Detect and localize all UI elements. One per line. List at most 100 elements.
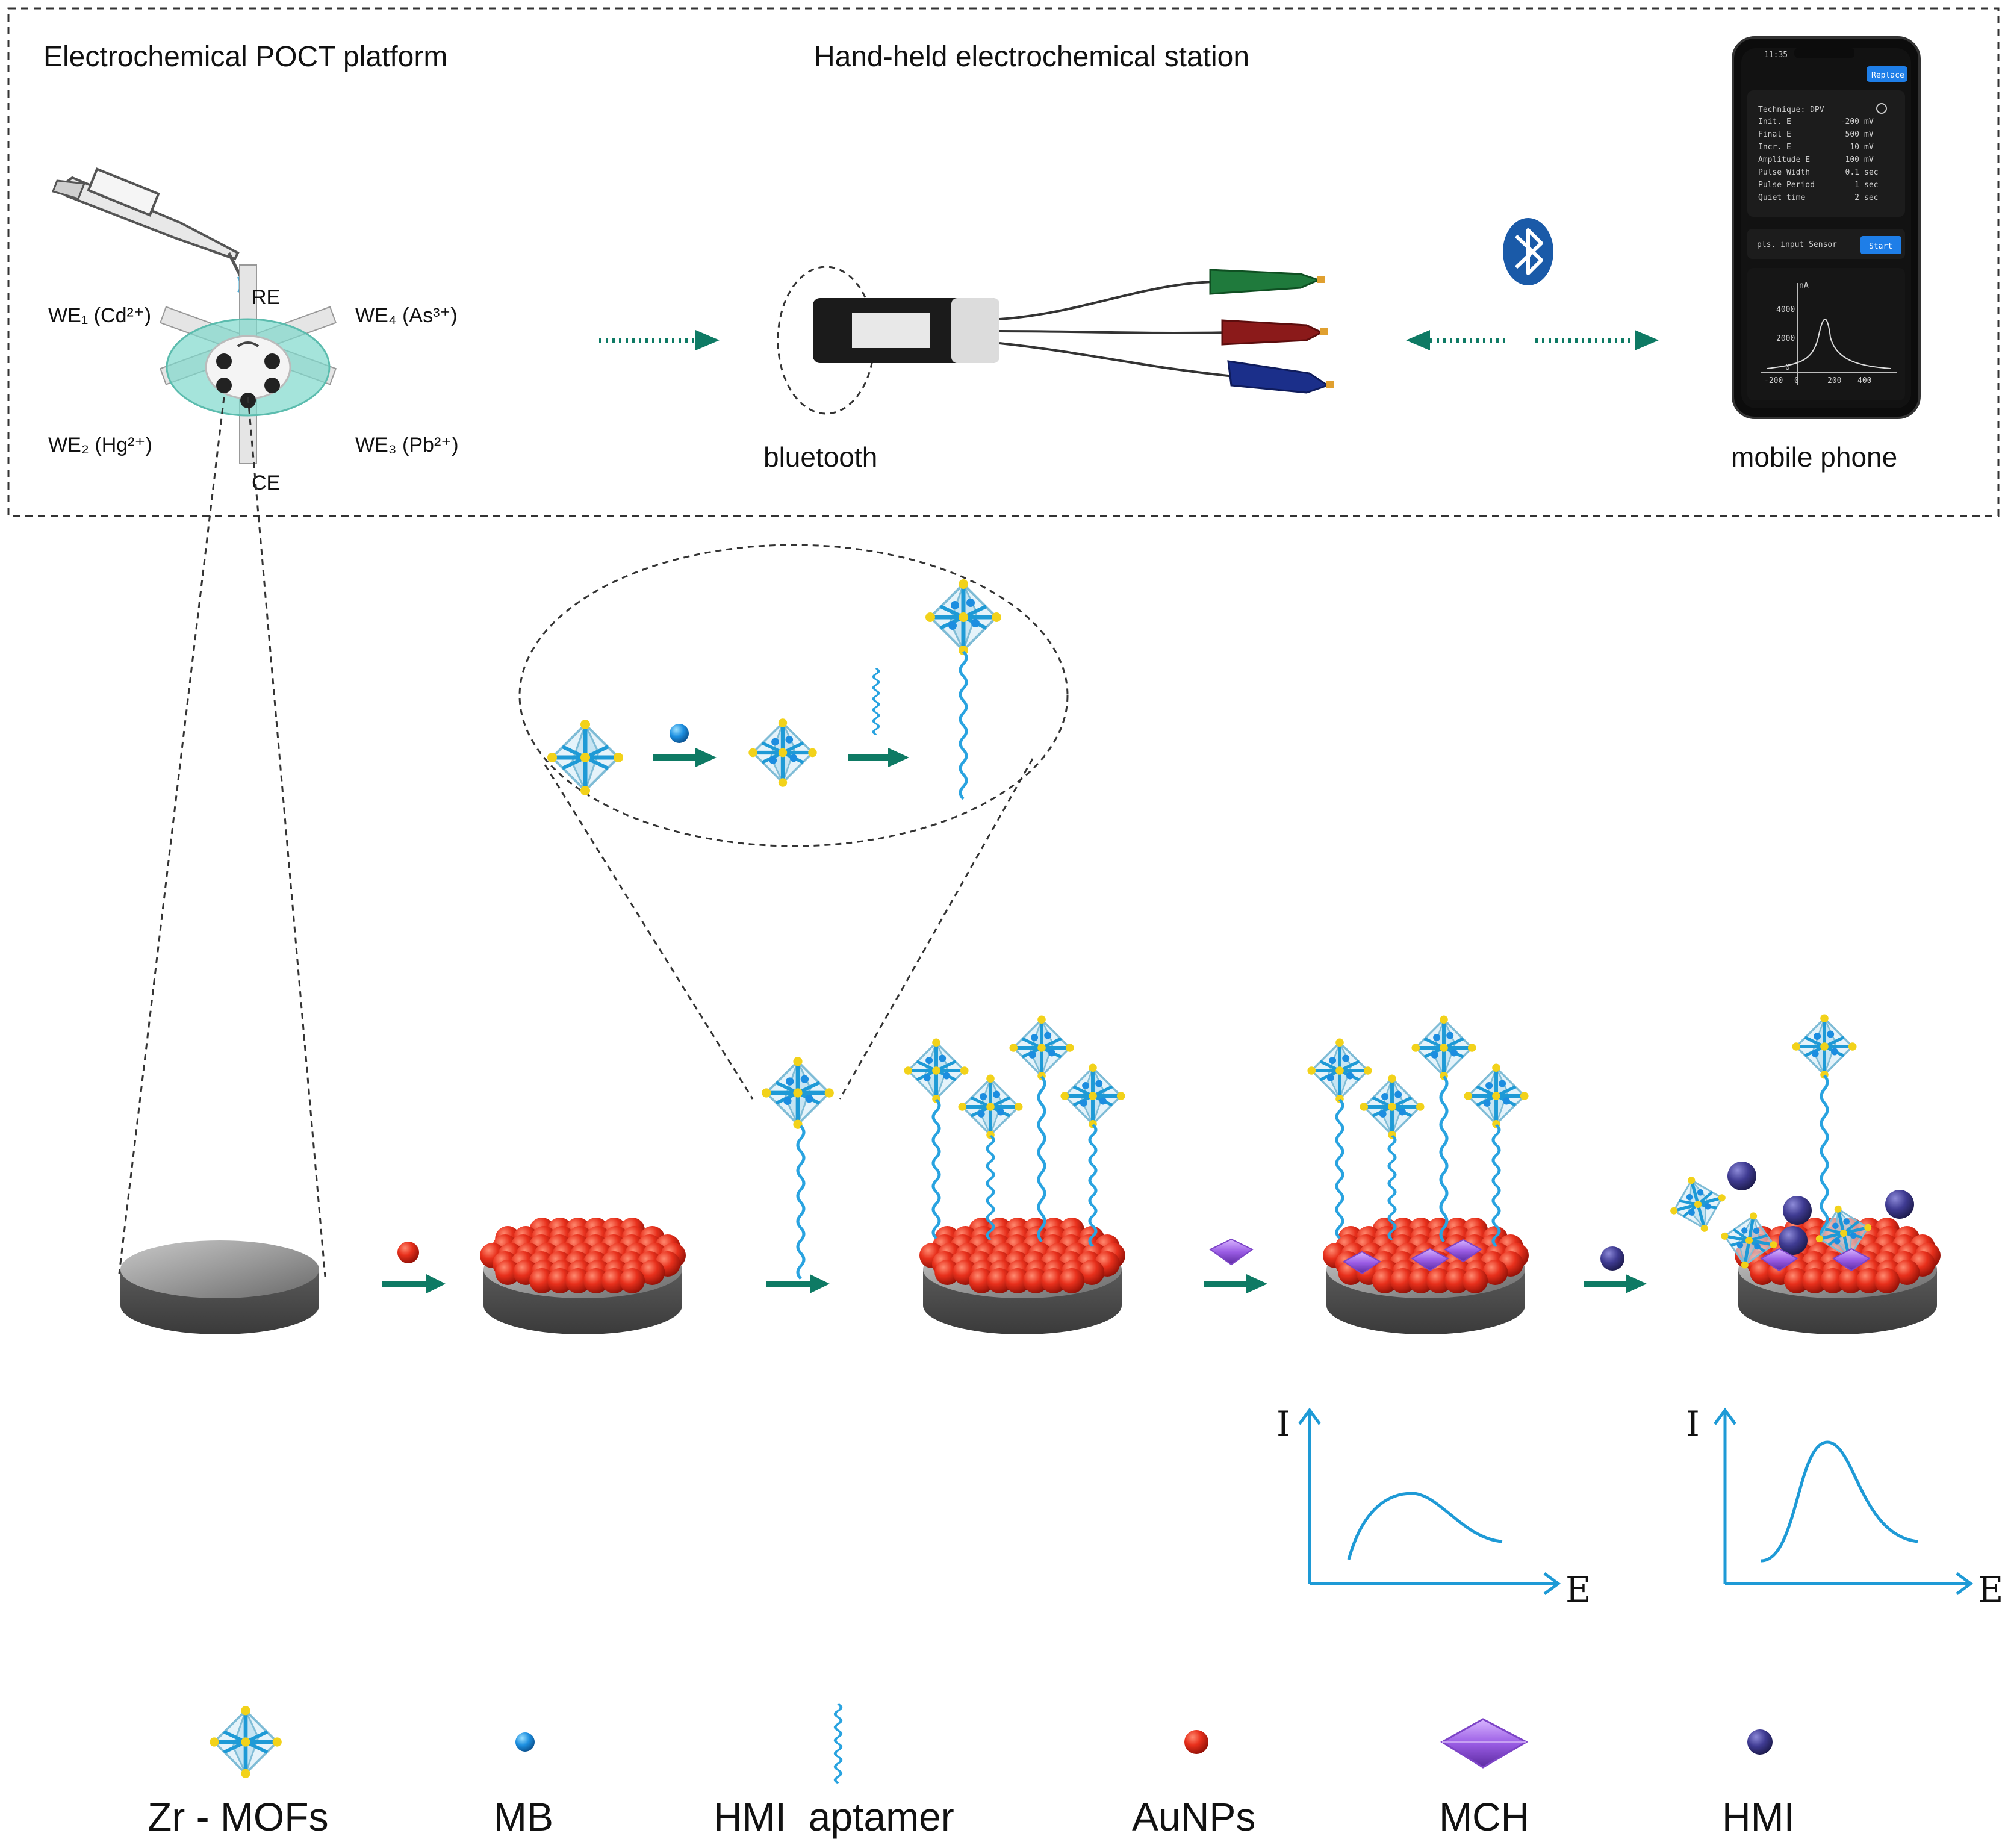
mobile-phone: 11:35 Replace Technique: DPV Init. E-200…	[1732, 36, 1921, 419]
pipette-icon	[52, 167, 246, 293]
phone-start-label: Start	[1869, 242, 1892, 251]
legend: Zr - MOFs MB HMI aptamer AuNPs MCH HMI	[148, 1704, 1795, 1839]
zoom-line-right	[247, 397, 326, 1277]
phone-start-button[interactable]	[1860, 236, 1901, 254]
settings-gear-icon[interactable]	[1876, 103, 1887, 114]
hmi-ion	[1885, 1190, 1914, 1219]
phone-param-unit: sec	[1864, 193, 1878, 202]
phone-replace-label: Replace	[1871, 71, 1904, 80]
phone-plot-ytick: 2000	[1776, 334, 1795, 343]
legend-label-aptamer: HMI aptamer	[713, 1794, 954, 1839]
mb-icon	[515, 1732, 535, 1752]
phone-param-value: 500	[1845, 130, 1859, 139]
aunp-particle	[620, 1268, 645, 1293]
aunp-particle	[969, 1268, 995, 1293]
aunp-particle	[529, 1268, 555, 1293]
phone-plot-ylabel: nA	[1799, 281, 1809, 290]
label-we2: WE₂ (Hg²⁺)	[48, 434, 152, 456]
probe-aptamer-mof	[904, 1038, 968, 1238]
aunp-particle	[1444, 1268, 1470, 1293]
phone-plot-xtick: -200	[1764, 376, 1783, 385]
graph-high-x-label: E	[1978, 1569, 2003, 1610]
aunp-particle	[1041, 1268, 1067, 1293]
aunp-particle	[1838, 1268, 1864, 1293]
arrow-add-mch	[1204, 1274, 1267, 1293]
zr-mof-icon	[210, 1706, 282, 1778]
signal-graph-high: I E	[1686, 1404, 2003, 1610]
phone-param-unit: mV	[1864, 143, 1874, 152]
mch-molecule	[1444, 1239, 1482, 1263]
bidirectional-arrow	[1406, 330, 1659, 350]
label-re: RE	[252, 286, 280, 309]
legend-label-mch: MCH	[1439, 1794, 1529, 1839]
probe-aptamer-mof	[1307, 1038, 1372, 1238]
aunp-particle	[602, 1268, 627, 1293]
aunp-icon	[1184, 1730, 1208, 1754]
platform-panel-frame	[7, 7, 2000, 517]
aunp-particle	[565, 1268, 591, 1293]
phone-param-value: 2	[1854, 193, 1859, 202]
arrow-add-probe	[766, 1274, 830, 1293]
phone-param-value: 0.1	[1845, 168, 1859, 177]
graph-high-y-label: I	[1686, 1404, 1700, 1445]
phone-plot-xtick: 0	[1794, 376, 1799, 385]
arrow-to-station	[599, 330, 720, 350]
label-ce: CE	[252, 471, 280, 494]
phone-param-name: Amplitude E	[1758, 155, 1810, 164]
aunp-particle	[1408, 1268, 1434, 1293]
aunp-particle	[1005, 1268, 1031, 1293]
legend-label-hmi: HMI	[1722, 1794, 1795, 1839]
phone-param-value: 1	[1854, 181, 1859, 190]
label-we3: WE₃ (Pb²⁺)	[355, 434, 459, 456]
graph-low-y-label: I	[1276, 1404, 1290, 1445]
aunp-particle	[583, 1268, 609, 1293]
phone-plot-ytick: 0	[1785, 363, 1790, 372]
hmi-ion	[1783, 1196, 1812, 1225]
dpv-peak-high	[1761, 1440, 1918, 1563]
aunp-particle	[1856, 1268, 1882, 1293]
phone-param-name: Final E	[1758, 130, 1791, 139]
aunp-particle	[1482, 1260, 1508, 1285]
phone-plot: nA 4000 2000 0 -200 0 200 400	[1761, 281, 1897, 385]
phone-param-name: Pulse Width	[1758, 168, 1810, 177]
inset-line-left	[544, 764, 754, 1100]
aunp-particle	[1874, 1268, 1900, 1293]
phone-technique: Technique: DPV	[1758, 105, 1824, 114]
aunp-particle	[547, 1268, 573, 1293]
legend-label-aunps: AuNPs	[1132, 1794, 1255, 1839]
platform-title: Electrochemical POCT platform	[43, 41, 447, 73]
inset-empty-mof	[547, 720, 623, 795]
phone-sensor-input[interactable]: pls. input Sensor	[1757, 240, 1837, 249]
phone-param-name: Quiet time	[1758, 193, 1805, 202]
aunp-particle	[639, 1260, 665, 1285]
aunp-particle	[495, 1260, 521, 1285]
aunp-particle	[1750, 1260, 1776, 1285]
aptamer-icon	[835, 1704, 841, 1783]
phone-param-unit: sec	[1864, 168, 1878, 177]
inset-free-aptamer	[874, 668, 879, 735]
bare-electrode	[120, 1240, 319, 1334]
aunp-particle	[1820, 1268, 1846, 1293]
phone-param-unit: sec	[1864, 181, 1878, 190]
aunp-electrode	[480, 1218, 686, 1334]
mch-reagent	[1209, 1238, 1254, 1266]
inset-mof-mb	[748, 718, 816, 786]
phone-param-name: Incr. E	[1758, 143, 1791, 152]
phone-status-time: 11:35	[1764, 51, 1788, 60]
aunp-particle	[987, 1268, 1013, 1293]
phone-label: mobile phone	[1731, 441, 1897, 473]
bluetooth-icon	[1503, 218, 1553, 285]
phone-plot-xtick: 400	[1857, 376, 1871, 385]
six-electrode-chip	[159, 264, 337, 464]
mch-molecule	[1760, 1248, 1798, 1272]
bluetooth-label: bluetooth	[763, 441, 877, 473]
station-title: Hand-held electrochemical station	[814, 41, 1249, 73]
label-we4: WE₄ (As³⁺)	[355, 304, 458, 327]
probe-aptamer-mof	[958, 1074, 1022, 1239]
aunp-reagent	[397, 1242, 419, 1263]
aunp-particle	[1463, 1268, 1488, 1293]
phone-replace-button[interactable]	[1867, 66, 1907, 82]
phone-param-unit: mV	[1864, 130, 1874, 139]
aunp-particle	[1059, 1268, 1085, 1293]
